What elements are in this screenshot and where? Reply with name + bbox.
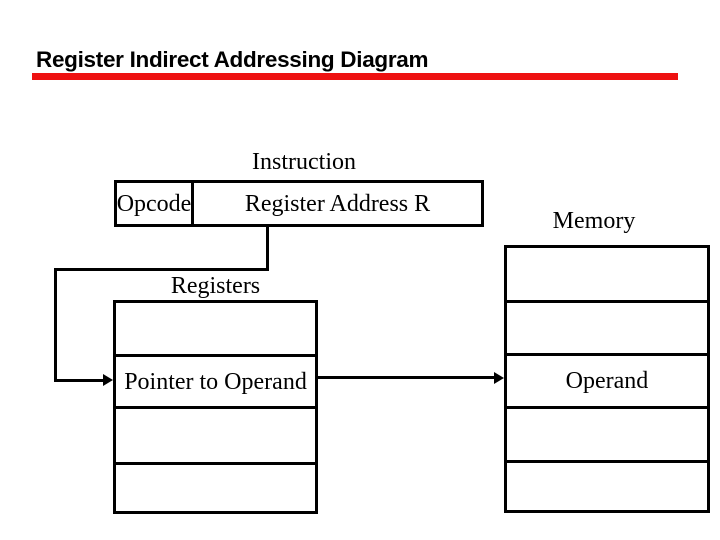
registers-label: Registers	[170, 273, 261, 299]
instruction-box: Opcode Register Address R	[114, 180, 484, 227]
memory-row-empty-4	[507, 463, 707, 510]
arrowhead-into-memory-icon	[494, 372, 504, 384]
instruction-label: Instruction	[252, 149, 356, 175]
registers-table: Pointer to Operand	[113, 300, 318, 514]
memory-row-empty-1	[507, 248, 707, 303]
arrowhead-into-registers-icon	[103, 374, 113, 386]
register-address-cell: Register Address R	[244, 190, 431, 217]
slide-title: Register Indirect Addressing Diagram	[36, 47, 429, 72]
connector-vertical-left-line	[54, 268, 57, 382]
memory-row-operand: Operand	[507, 356, 707, 409]
connector-horizontal-left-line	[54, 268, 269, 271]
register-row-empty-3	[116, 465, 315, 511]
connector-arrow-shaft-to-memory	[318, 376, 494, 379]
register-row-empty-2	[116, 409, 315, 465]
title-underline-bar	[32, 73, 678, 80]
memory-table: Operand	[504, 245, 710, 513]
memory-row-empty-3	[507, 409, 707, 463]
memory-label: Memory	[552, 208, 636, 234]
register-row-empty-1	[116, 303, 315, 357]
connector-instruction-drop-line	[266, 227, 269, 271]
connector-arrow-shaft-to-registers	[54, 379, 103, 382]
memory-row-empty-2	[507, 303, 707, 356]
opcode-cell: Opcode	[117, 183, 194, 224]
register-row-pointer-to-operand: Pointer to Operand	[116, 357, 315, 409]
